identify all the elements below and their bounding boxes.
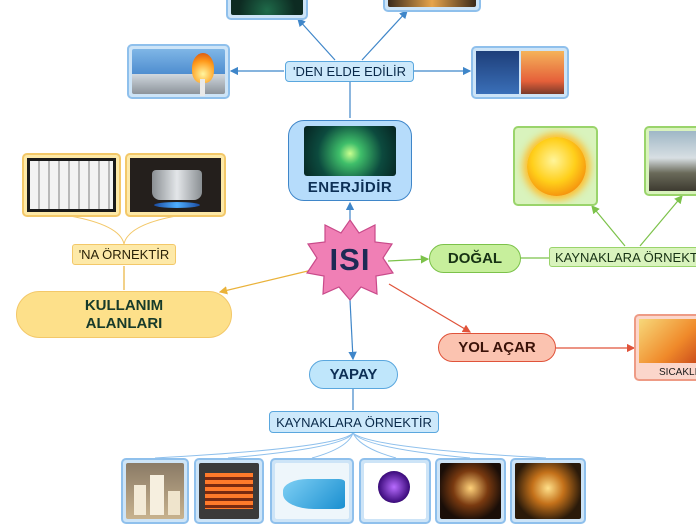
- gas-flare-image: [127, 44, 230, 99]
- central-star[interactable]: [306, 218, 394, 302]
- natural-node[interactable]: DOĞAL: [429, 244, 521, 273]
- temperature-label: SICAKLI: [659, 367, 696, 378]
- sun-image: [513, 126, 598, 206]
- pot-on-stove-image: [125, 153, 226, 217]
- path-label: YOL AÇAR: [458, 339, 536, 356]
- energy-source-node[interactable]: 'DEN ELDE EDİLİR: [285, 61, 414, 82]
- energy-node[interactable]: ENERJİDİR: [288, 120, 412, 201]
- radiator-image: [22, 153, 121, 217]
- usage-label: KULLANIM ALANLARI: [84, 296, 164, 332]
- light-bulb-image: [510, 458, 586, 524]
- top-left-image: [226, 0, 308, 20]
- thermometer-card: SICAKLI: [634, 314, 696, 381]
- top-right-image: [383, 0, 481, 12]
- iron-image: [270, 458, 354, 524]
- usage-node[interactable]: KULLANIM ALANLARI: [16, 291, 232, 338]
- energy-label: ENERJİDİR: [307, 179, 393, 196]
- energy-image: [304, 126, 396, 176]
- thermometer-image: [639, 319, 696, 363]
- artificial-examples-node[interactable]: KAYNAKLARA ÖRNEKTİR: [269, 411, 439, 433]
- candles-image: [121, 458, 189, 524]
- artificial-label: YAPAY: [329, 366, 378, 383]
- oil-lamp-image: [435, 458, 506, 524]
- artificial-node[interactable]: YAPAY: [309, 360, 398, 389]
- usage-examples-node[interactable]: 'NA ÖRNEKTİR: [72, 244, 176, 265]
- artificial-examples-label: KAYNAKLARA ÖRNEKTİR: [276, 414, 432, 430]
- energy-source-label: 'DEN ELDE EDİLİR: [292, 64, 406, 79]
- central-label: ISI: [329, 242, 371, 277]
- path-node[interactable]: YOL AÇAR: [438, 333, 556, 362]
- wind-solar-image: [471, 46, 569, 99]
- uv-flashlight-image: [359, 458, 431, 524]
- electric-heater-image: [194, 458, 264, 524]
- natural-label: DOĞAL: [447, 250, 503, 267]
- natural-examples-node[interactable]: KAYNAKLARA ÖRNEKTİR: [549, 247, 696, 267]
- natural-examples-label: KAYNAKLARA ÖRNEKTİR: [555, 249, 696, 265]
- usage-examples-label: 'NA ÖRNEKTİR: [78, 247, 170, 262]
- geyser-image: [644, 126, 696, 196]
